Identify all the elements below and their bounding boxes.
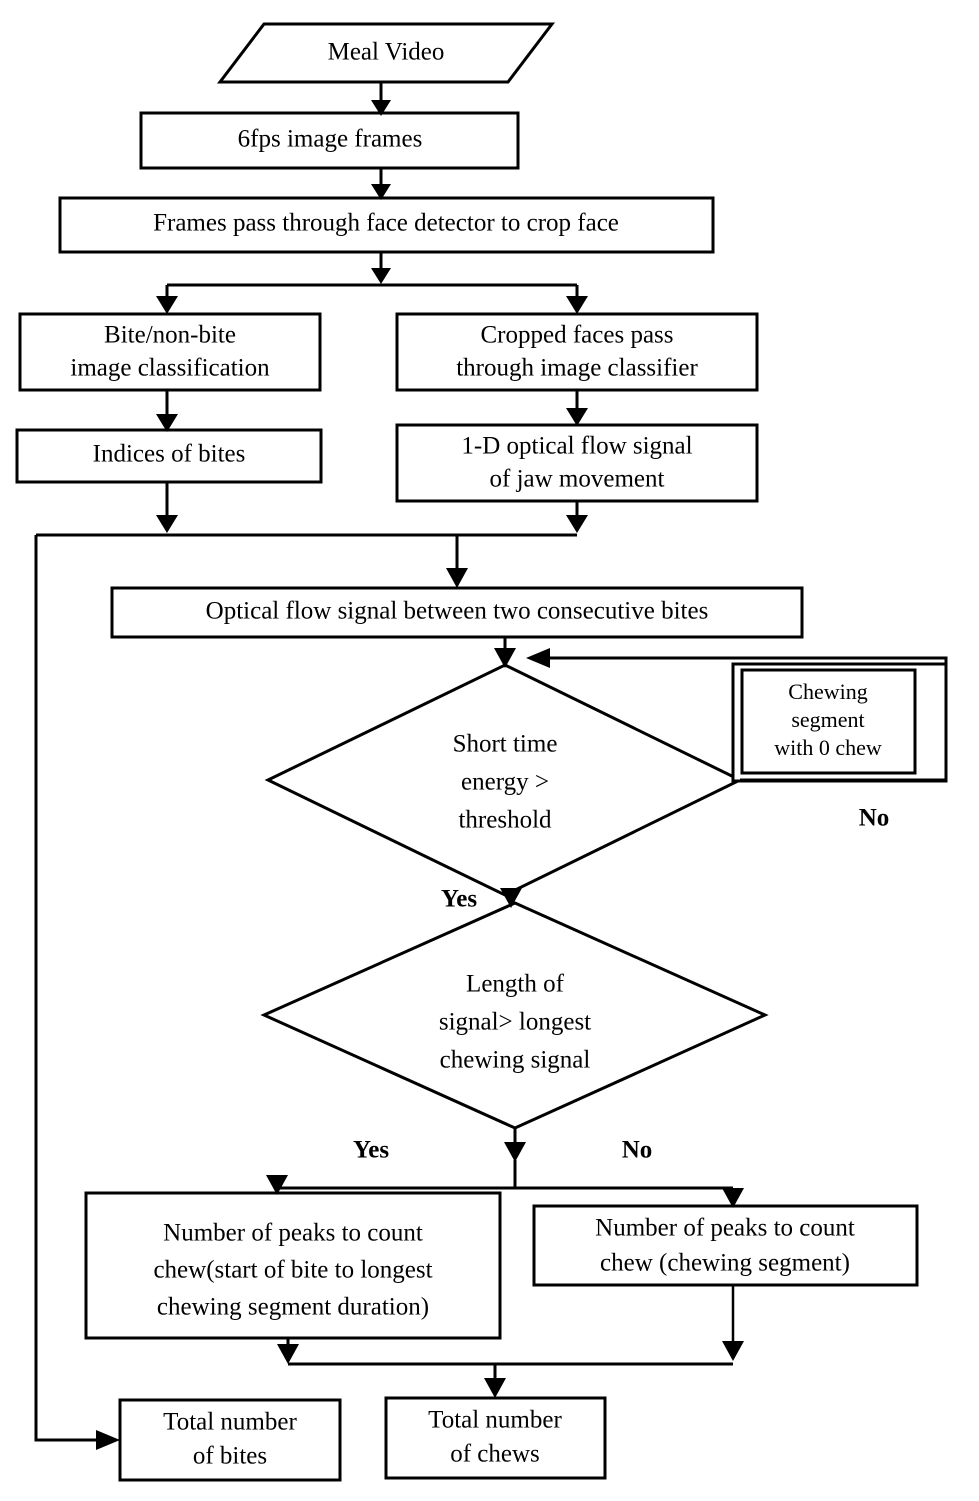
node-optical-flow-jaw[interactable] xyxy=(395,423,759,503)
node-chewing-segment-zero-line1: Chewing xyxy=(788,679,867,704)
arrow-peaks-segment-to-merge xyxy=(722,1285,744,1361)
arrow-frames-to-face-detector xyxy=(371,168,391,200)
node-total-bites-line1: Total number xyxy=(163,1409,297,1436)
node-image-frames[interactable] xyxy=(139,111,520,170)
node-length-of-signal-line1: Length of xyxy=(466,971,565,998)
node-cropped-faces-line1: Cropped faces pass xyxy=(481,322,674,349)
node-meal-video-label: Meal Video xyxy=(328,39,445,66)
node-cropped-faces[interactable] xyxy=(395,312,759,392)
node-optical-flow-between-bites[interactable] xyxy=(110,586,804,639)
arrow-bite-classification-to-indices xyxy=(156,390,178,432)
node-optical-flow-jaw-line1: 1-D optical flow signal xyxy=(461,433,692,460)
node-indices-of-bites[interactable] xyxy=(15,428,323,484)
node-peaks-segment-line2: chew (chewing segment) xyxy=(600,1250,850,1277)
arrow-split-to-cropped-faces xyxy=(566,285,588,314)
branch-label-energy-yes: Yes xyxy=(441,886,477,913)
arrow-split-to-bite-classification xyxy=(156,285,178,314)
node-total-bites-line2: of bites xyxy=(193,1443,267,1470)
node-total-chews-line2: of chews xyxy=(450,1441,540,1468)
arrow-split-to-peaks-longest xyxy=(266,1175,288,1195)
node-image-frames-label: 6fps image frames xyxy=(238,126,423,153)
connector-bites-feedback-line xyxy=(34,535,120,1450)
arrow-optical-flow-between-bites-to-energy xyxy=(494,637,516,668)
node-length-of-signal-line2: signal> longest xyxy=(439,1009,591,1036)
node-face-detector-label: Frames pass through face detector to cro… xyxy=(153,210,619,237)
node-peaks-longest-line3: chewing segment duration) xyxy=(157,1294,429,1321)
node-face-detector[interactable] xyxy=(58,196,715,254)
node-chewing-segment-zero-line3: with 0 chew xyxy=(774,735,882,760)
node-cropped-faces-line2: through image classifier xyxy=(456,355,698,382)
node-bite-classification-line1: Bite/non-bite xyxy=(104,322,236,349)
node-short-time-energy-line2: energy > xyxy=(461,769,549,796)
node-total-chews-line1: Total number xyxy=(428,1407,562,1434)
arrow-optical-flow-to-merge xyxy=(566,501,588,533)
branch-label-length-yes: Yes xyxy=(353,1137,389,1164)
node-peaks-segment-line1: Number of peaks to count xyxy=(595,1215,855,1242)
node-short-time-energy-line3: threshold xyxy=(458,807,552,834)
arrow-energy-yes-to-length xyxy=(500,888,522,908)
branch-label-energy-no: No xyxy=(859,805,890,832)
arrow-peaks-longest-to-merge xyxy=(277,1338,299,1364)
arrow-indices-to-merge xyxy=(156,482,178,533)
node-chewing-segment-zero-line2: segment xyxy=(791,707,864,732)
node-bite-classification-line2: image classification xyxy=(70,355,270,382)
node-peaks-longest-line2: chew(start of bite to longest xyxy=(153,1257,432,1284)
node-meal-video[interactable] xyxy=(216,22,556,84)
node-bite-classification[interactable] xyxy=(18,312,322,392)
arrow-meal-video-to-frames xyxy=(371,82,391,116)
node-indices-of-bites-label: Indices of bites xyxy=(93,441,246,468)
arrow-merge-to-optical-flow-between-bites xyxy=(446,535,468,588)
node-total-chews[interactable] xyxy=(384,1396,607,1480)
arrow-face-detector-to-split xyxy=(371,252,391,284)
node-optical-flow-between-bites-label: Optical flow signal between two consecut… xyxy=(206,598,709,625)
arrow-cropped-faces-to-optical-flow xyxy=(566,390,588,426)
node-length-of-signal-line3: chewing signal xyxy=(440,1047,591,1074)
node-peaks-segment[interactable] xyxy=(532,1204,919,1287)
connector-loop-back-no-branch xyxy=(526,648,948,722)
node-optical-flow-jaw-line2: of jaw movement xyxy=(490,466,665,493)
node-peaks-longest[interactable] xyxy=(84,1191,502,1340)
node-peaks-longest-line1: Number of peaks to count xyxy=(163,1220,423,1247)
arrow-merge-to-total-chews xyxy=(484,1364,506,1398)
arrow-length-to-split xyxy=(504,1128,526,1162)
node-short-time-energy-line1: Short time xyxy=(453,731,558,758)
arrow-split-to-peaks-segment xyxy=(722,1188,744,1208)
branch-label-length-no: No xyxy=(622,1137,653,1164)
node-chewing-segment-zero[interactable] xyxy=(740,668,917,775)
